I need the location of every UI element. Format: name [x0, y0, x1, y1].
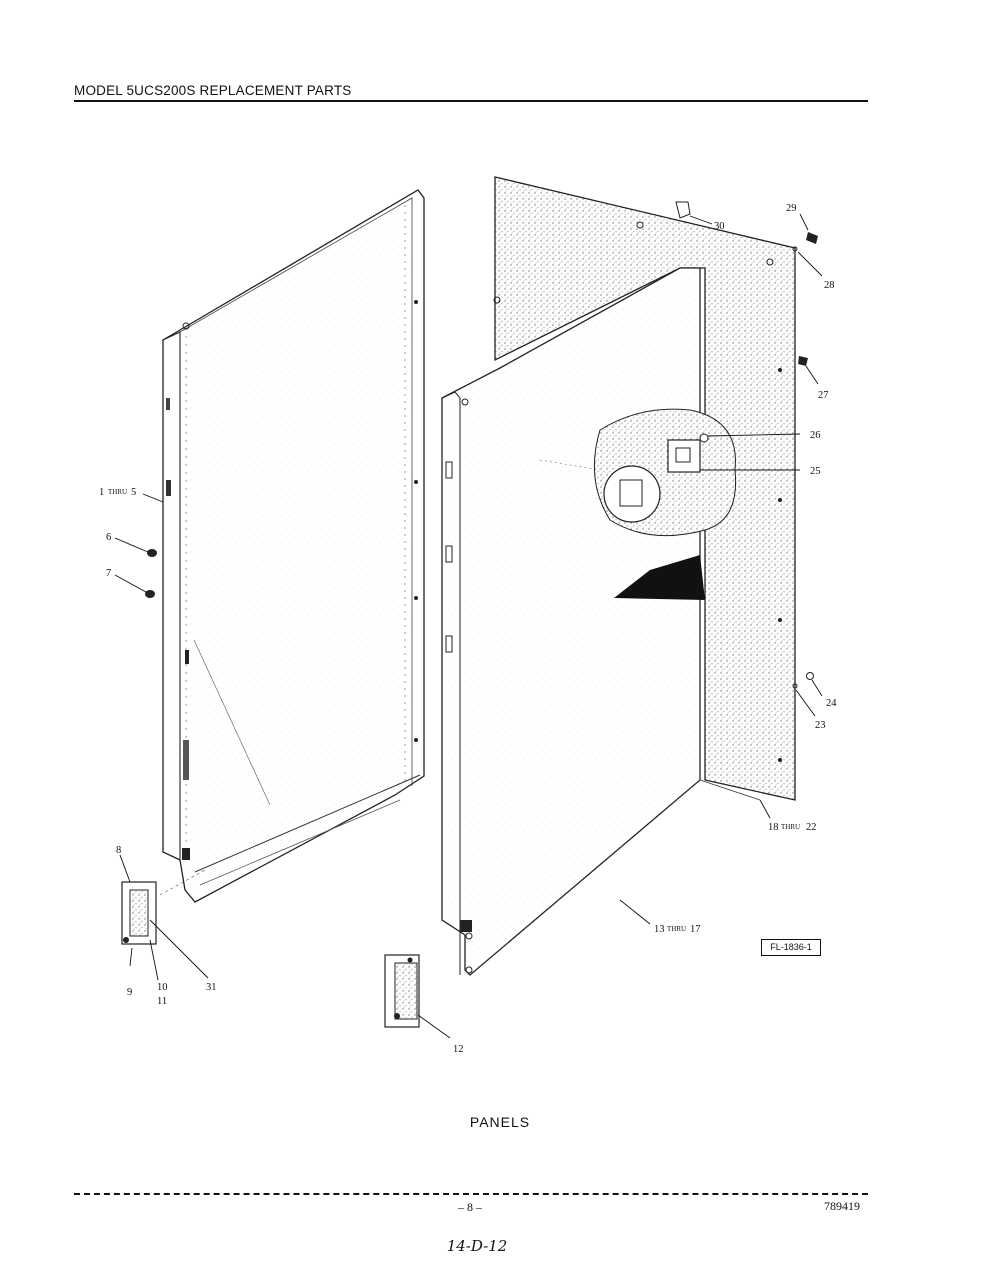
callout-1: 1 — [99, 487, 104, 498]
callout-6: 6 — [106, 532, 111, 543]
callout-18: 18 — [768, 822, 779, 833]
figure-id-label: FL-1836-1 — [761, 939, 821, 956]
terminal-block-left — [121, 869, 206, 945]
callout-24: 24 — [826, 698, 837, 709]
header-title: MODEL 5UCS200S REPLACEMENT PARTS — [74, 83, 352, 98]
callout-18-thru: THRU — [781, 823, 800, 831]
callout-13-thru: THRU — [667, 925, 686, 933]
callout-25: 25 — [810, 466, 821, 477]
callout-23: 23 — [815, 720, 826, 731]
callout-30: 30 — [714, 221, 725, 232]
callout-9: 9 — [127, 987, 132, 998]
callout-29: 29 — [786, 203, 797, 214]
callout-31: 31 — [206, 982, 217, 993]
callout-27: 27 — [818, 390, 829, 401]
callout-1-thru: THRU — [108, 488, 127, 496]
panel-cutaway-detail — [539, 408, 737, 600]
callout-leader-lines — [114, 213, 823, 1039]
handwritten-note: 14-D-12 — [446, 1237, 508, 1255]
page-header: MODEL 5UCS200S REPLACEMENT PARTS — [74, 82, 868, 102]
callout-8: 8 — [116, 845, 121, 856]
callout-labels: 1 THRU 5 6 7 8 9 10 11 31 12 13 THRU 17 … — [99, 203, 837, 1055]
callout-5: 5 — [131, 487, 136, 498]
callout-7: 7 — [106, 568, 111, 579]
page-number: – 8 – — [458, 1200, 482, 1214]
callout-12: 12 — [453, 1044, 464, 1055]
callout-22: 22 — [806, 822, 817, 833]
terminal-block-12 — [384, 954, 420, 1028]
document-number: 789419 — [824, 1199, 860, 1213]
callout-28: 28 — [824, 280, 835, 291]
callout-26: 26 — [810, 430, 821, 441]
hardware-parts — [145, 201, 818, 689]
callout-17: 17 — [690, 924, 701, 935]
callout-11: 11 — [157, 996, 167, 1007]
callout-13: 13 — [654, 924, 665, 935]
footer-divider — [74, 1193, 868, 1195]
callout-10: 10 — [157, 982, 168, 993]
left-side-panel — [162, 189, 425, 903]
figure-caption: PANELS — [469, 1114, 531, 1130]
